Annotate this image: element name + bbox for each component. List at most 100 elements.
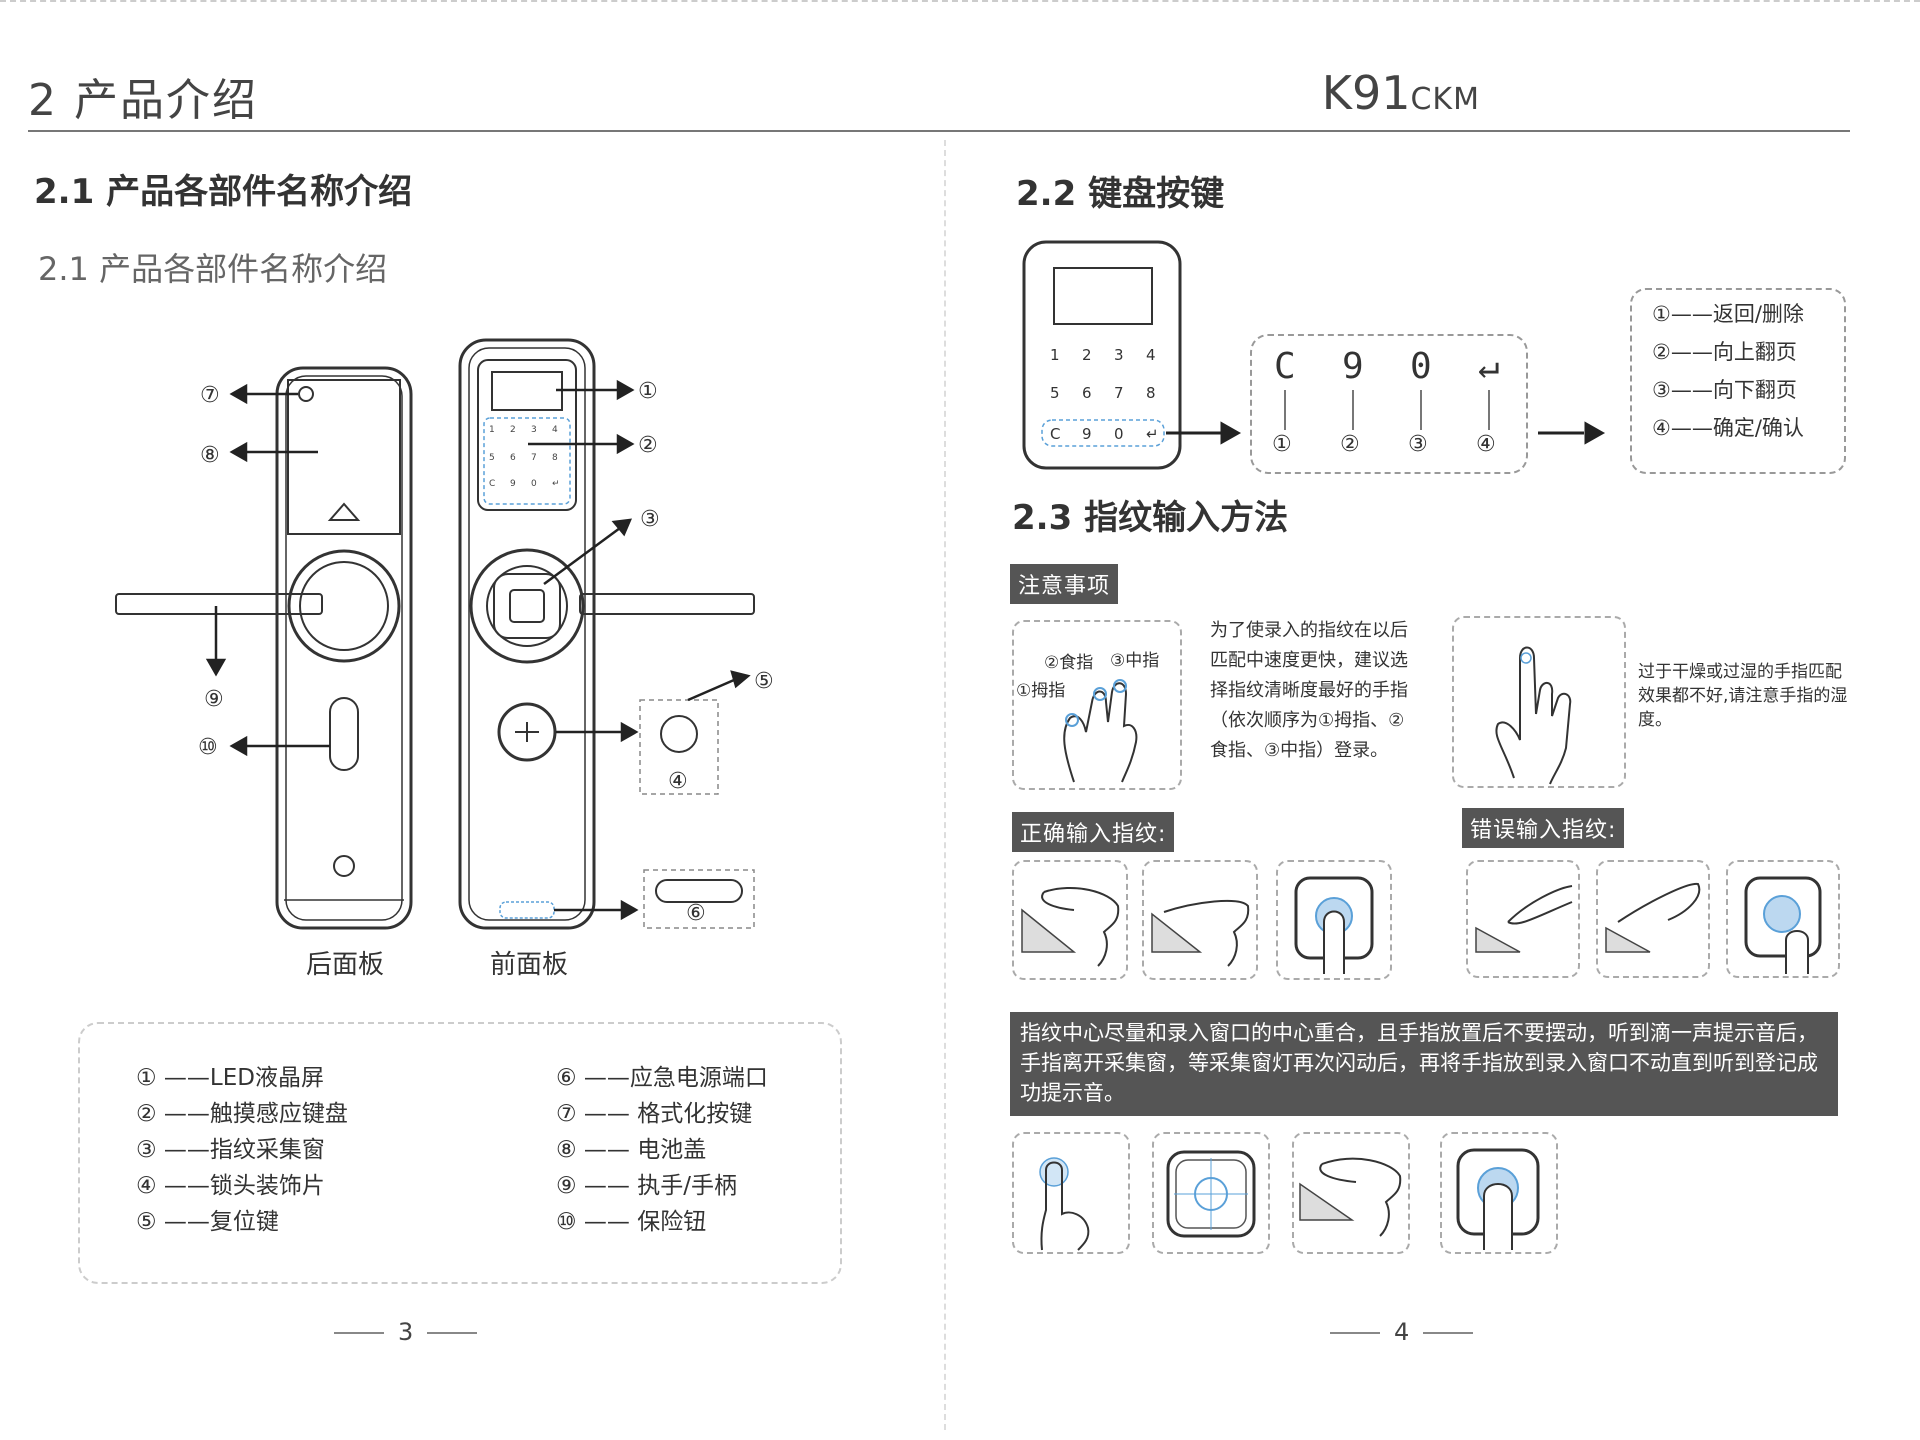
finger-offcenter-icon [1744, 876, 1822, 974]
finger-label-index: ②食指 [1044, 653, 1094, 673]
keypad-diagram: 1 2 3 4 5 6 7 8 C 9 0 ↵ [1022, 240, 1606, 470]
finger-flat-icon-2 [1151, 899, 1250, 967]
callout-10: ⑩ [198, 735, 218, 760]
cylinder-detail-box [639, 699, 719, 795]
key-cylinder [497, 702, 557, 762]
chapter-title: 2 产品介绍 [28, 75, 258, 126]
key-enter: ↵ [1478, 346, 1500, 387]
legend-item-10: ⑩ —— 保险钮 [556, 1209, 707, 1235]
battery-cover-latch [327, 502, 361, 521]
key-num-4: ④ [1476, 432, 1496, 457]
key-row-zoom: C 9 0 ↵ ① ② ③ ④ [1250, 334, 1528, 474]
front-rosette [469, 548, 585, 664]
section-title-keys: 2.2 键盘按键 [1016, 174, 1225, 214]
sensor-window-icon [1166, 1150, 1256, 1238]
hand-fingers-icon [1063, 679, 1138, 783]
keypad-screen [1053, 267, 1153, 325]
front-panel-label: 前面板 [490, 950, 569, 980]
legend-item-7: ⑦ —— 格式化按键 [556, 1101, 753, 1127]
callout-4: ④ [668, 769, 688, 794]
finger-choice-box: ②食指 ③中指 ①拇指 [1012, 620, 1182, 790]
press-finger-icon [1299, 1157, 1402, 1237]
power-port-detail-box [643, 869, 755, 929]
finger-centered-icon [1294, 876, 1374, 974]
top-dashed-border [0, 0, 1920, 2]
section-subtitle-parts: 2.1 产品各部件名称介绍 [38, 250, 388, 288]
back-rosette [287, 549, 401, 663]
correct-input-tag: 正确输入指纹: [1012, 812, 1175, 852]
kp-key-c: C [1050, 425, 1060, 443]
kp-key-6: 6 [1082, 384, 1092, 402]
key-function-4: ④——确定/确认 [1652, 416, 1804, 440]
finger-label-middle: ③中指 [1110, 651, 1160, 671]
format-button-hole [298, 386, 314, 402]
callout-7: ⑦ [200, 383, 220, 408]
step-4 [1440, 1132, 1558, 1254]
section-title-parts: 2.1 产品各部件名称介绍 [34, 172, 413, 212]
section-title-fingerprint: 2.3 指纹输入方法 [1012, 498, 1289, 538]
front-key-5: 5 [489, 453, 495, 463]
front-key-2: 2 [510, 425, 516, 435]
key-9: 9 [1342, 346, 1364, 387]
legend-item-6: ⑥ ——应急电源端口 [556, 1065, 768, 1091]
front-key-0: 0 [531, 479, 537, 489]
kp-key-2: 2 [1082, 346, 1092, 364]
kp-key-enter: ↵ [1146, 425, 1159, 443]
front-key-enter: ↵ [552, 479, 560, 489]
kp-key-9: 9 [1082, 425, 1092, 443]
callout-6: ⑥ [686, 901, 706, 926]
fingerprint-window [493, 573, 561, 639]
front-key-7: 7 [531, 453, 537, 463]
finger-tip-icon [1475, 885, 1573, 953]
legend-item-1: ① ——LED液晶屏 [136, 1065, 324, 1091]
kp-key-5: 5 [1050, 384, 1060, 402]
page-number-left: 3 [320, 1318, 491, 1346]
key-function-list: ①——返回/删除 ②——向上翻页 ③——向下翻页 ④——确定/确认 [1630, 288, 1846, 474]
finger-tilted-icon [1605, 882, 1701, 953]
legend-item-3: ③ ——指纹采集窗 [136, 1137, 325, 1163]
kp-key-7: 7 [1114, 384, 1124, 402]
kp-key-0: 0 [1114, 425, 1124, 443]
front-panel-outline [458, 338, 596, 930]
step-2 [1152, 1132, 1270, 1254]
finger-on-sensor-icon [1456, 1148, 1540, 1250]
front-key-6: 6 [510, 453, 516, 463]
key-0: 0 [1410, 346, 1432, 387]
model-main: K91 [1321, 66, 1411, 120]
kp-key-1: 1 [1050, 346, 1060, 364]
correct-example-2 [1142, 860, 1258, 980]
kp-key-4: 4 [1146, 346, 1156, 364]
legend-item-2: ② ——触摸感应键盘 [136, 1101, 348, 1127]
key-num-1: ① [1272, 432, 1292, 457]
legend-item-5: ⑤ ——复位键 [136, 1209, 279, 1235]
raise-finger-icon [1039, 1157, 1090, 1251]
back-panel-label: 后面板 [306, 950, 385, 980]
key-c: C [1274, 346, 1296, 387]
parts-legend: ① ——LED液晶屏 ② ——触摸感应键盘 ③ ——指纹采集窗 ④ ——锁头装饰… [78, 1022, 842, 1284]
model-suffix: CKM [1410, 82, 1480, 117]
front-key-3: 3 [531, 425, 537, 435]
page-number-right: 4 [1316, 1318, 1487, 1346]
model-name: K91CKM [1322, 66, 1480, 120]
key-function-2: ②——向上翻页 [1652, 340, 1797, 364]
wrong-example-1 [1466, 860, 1580, 978]
instruction-banner: 指纹中心尽量和录入窗口的中心重合，且手指放置后不要摆动，听到滴一声提示音后，手指… [1010, 1012, 1838, 1116]
kp-key-8: 8 [1146, 384, 1156, 402]
kp-key-3: 3 [1114, 346, 1124, 364]
finger-label-thumb: ①拇指 [1016, 681, 1066, 701]
front-key-8: 8 [552, 453, 558, 463]
correct-example-3 [1276, 860, 1392, 980]
key-function-1: ①——返回/删除 [1652, 302, 1804, 326]
key-function-3: ③——向下翻页 [1652, 378, 1797, 402]
wrong-example-3 [1726, 860, 1840, 978]
legend-item-8: ⑧ —— 电池盖 [556, 1137, 707, 1163]
front-key-4: 4 [552, 425, 558, 435]
back-panel-outline [275, 366, 413, 930]
callout-3: ③ [640, 507, 660, 532]
front-handle [579, 593, 755, 615]
wrong-input-tag: 错误输入指纹: [1462, 808, 1625, 848]
page-divider [944, 140, 946, 1430]
legend-item-9: ⑨ —— 执手/手柄 [556, 1173, 737, 1199]
humidity-box [1452, 616, 1626, 788]
legend-item-4: ④ ——锁头装饰片 [136, 1173, 325, 1199]
